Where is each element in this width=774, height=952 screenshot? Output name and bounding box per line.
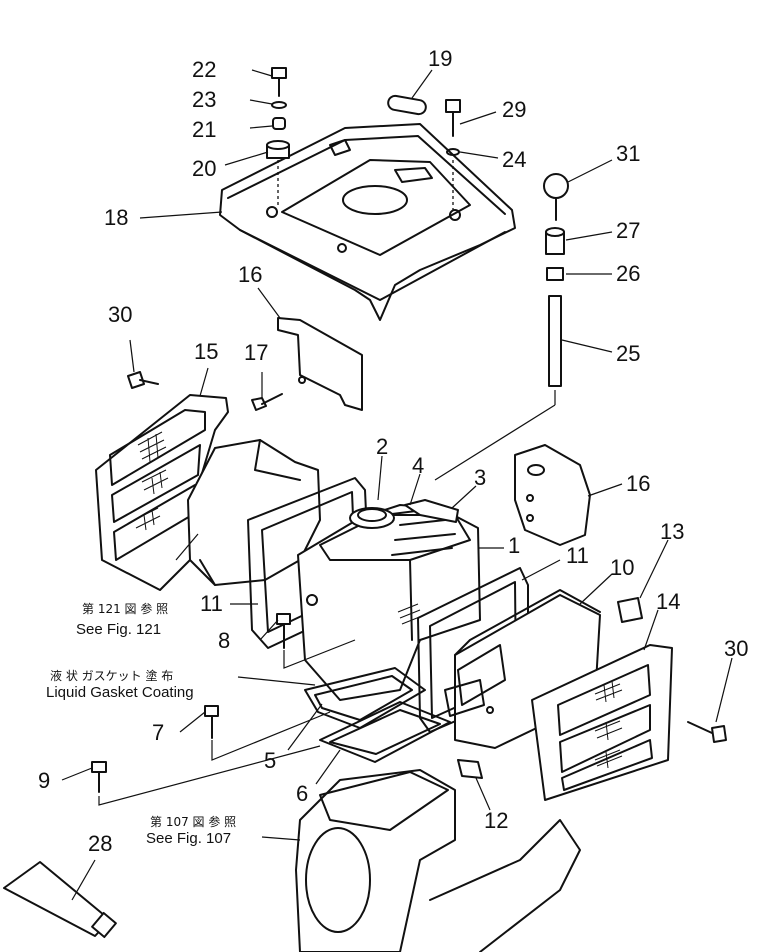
callout-25: 25 xyxy=(616,341,640,366)
top-fasteners xyxy=(266,67,461,210)
callout-29: 29 xyxy=(502,97,526,122)
note-fig121-en: See Fig. 121 xyxy=(76,621,161,638)
callout-15: 15 xyxy=(194,339,218,364)
top-cover-part xyxy=(219,123,516,321)
lifting-eye-stud-set xyxy=(434,173,569,481)
callout-30-left: 30 xyxy=(108,302,132,327)
callout-4: 4 xyxy=(412,453,424,478)
callout-19: 18 xyxy=(104,205,128,230)
base-plates xyxy=(304,667,451,763)
callout-26: 26 xyxy=(616,261,640,286)
bracket-part xyxy=(251,317,363,411)
callout-9: 9 xyxy=(38,768,50,793)
callout-27: 27 xyxy=(616,218,640,243)
callout-14: 14 xyxy=(656,589,680,614)
callout-22: 21 xyxy=(192,117,216,142)
callout-28: 28 xyxy=(88,831,112,856)
callout-10: 10 xyxy=(610,555,634,580)
callout-20: 19 xyxy=(428,46,452,71)
callout-30-right: 30 xyxy=(724,636,748,661)
callout-11-right: 11 xyxy=(566,543,589,568)
callout-6: 6 xyxy=(296,781,308,806)
note-fig107-en: See Fig. 107 xyxy=(146,830,231,847)
note-gasket-en: Liquid Gasket Coating xyxy=(46,684,194,701)
callout-13: 13 xyxy=(660,519,684,544)
main-housing xyxy=(297,499,481,701)
callout-12: 12 xyxy=(484,808,508,833)
callout-numbers: 22 23 21 20 18 19 29 24 31 27 26 25 16 1… xyxy=(38,46,748,856)
tank-part xyxy=(514,444,591,546)
callout-24-top-right: 24 xyxy=(502,147,526,172)
callout-21: 20 xyxy=(192,156,216,181)
callout-8: 8 xyxy=(218,628,230,653)
callout-7: 7 xyxy=(152,720,164,745)
callout-2: 2 xyxy=(376,434,388,459)
note-gasket-jp: 液 状 ガスケット 塗 布 xyxy=(50,668,173,683)
lower-fasteners xyxy=(91,613,483,806)
note-fig107-jp: 第 107 図 参 照 xyxy=(150,814,236,829)
callout-5: 5 xyxy=(264,748,276,773)
callout-11-left: 11 xyxy=(200,591,223,616)
lower-housing xyxy=(295,769,581,952)
callout-23: 22 xyxy=(192,57,216,82)
gasket-tube xyxy=(3,861,117,939)
note-fig121-jp: 第 121 図 参 照 xyxy=(82,601,168,616)
callout-17: 16 xyxy=(238,262,262,287)
callout-31: 31 xyxy=(616,141,640,166)
reference-notes: 第 121 図 参 照 See Fig. 121 液 状 ガスケット 塗 布 L… xyxy=(46,601,236,847)
callout-24-top-left: 23 xyxy=(192,87,216,112)
callout-3: 3 xyxy=(474,465,486,490)
callout-18: 17 xyxy=(244,340,268,365)
callout-1: 1 xyxy=(508,533,520,558)
fan-shroud xyxy=(187,439,321,586)
right-side-guard xyxy=(531,597,727,801)
callout-16: 16 xyxy=(626,471,650,496)
leader-lines xyxy=(61,69,733,901)
